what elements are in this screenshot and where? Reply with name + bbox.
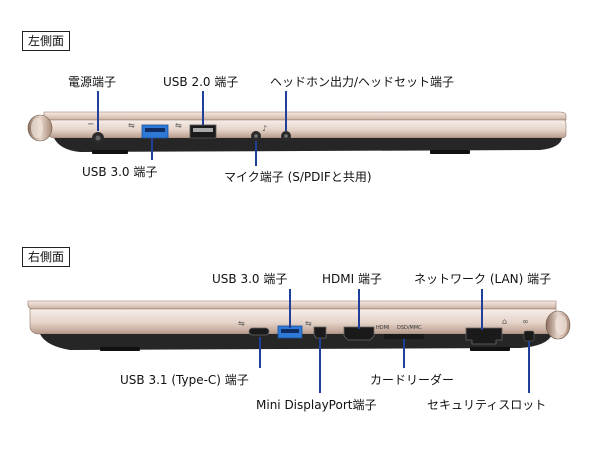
- right-side-title: 右側面: [22, 247, 71, 267]
- label-usb20-port: USB 2.0 端子: [163, 75, 239, 89]
- label-usb30-port-left: USB 3.0 端子: [82, 165, 158, 179]
- label-headphone-headset-port: ヘッドホン出力/ヘッドセット端子: [270, 75, 455, 89]
- left-laptop-body: [27, 111, 567, 154]
- label-security-slot: セキュリティスロット: [427, 398, 547, 412]
- label-usb31-typec-port: USB 3.1 (Type-C) 端子: [120, 373, 249, 387]
- right-ports: ⇋ ⇋ ⌂ ∞: [238, 317, 535, 345]
- svg-text:⎓: ⎓: [88, 120, 94, 128]
- left-side-title: 左側面: [22, 31, 71, 51]
- left-ports: ⎓ ⇋ ⇋ ♪: [88, 120, 291, 144]
- hdmi-port-print: HDMI: [376, 325, 389, 331]
- svg-text:♪: ♪: [262, 124, 267, 133]
- label-usb30-port-right: USB 3.0 端子: [212, 272, 288, 286]
- svg-text:⌂: ⌂: [502, 317, 507, 326]
- label-card-reader: カードリーダー: [370, 373, 455, 387]
- svg-text:⇋: ⇋: [305, 319, 312, 328]
- label-mic-port: マイク端子 (S/PDIFと共用): [224, 170, 372, 184]
- right-leader-lines: [259, 289, 530, 393]
- svg-text:∞: ∞: [522, 317, 529, 326]
- label-lan-port: ネットワーク (LAN) 端子: [414, 272, 552, 286]
- svg-text:⇋: ⇋: [128, 121, 135, 130]
- card-port-print: DSD/MMC: [397, 325, 422, 331]
- label-hdmi-port: HDMI 端子: [322, 272, 382, 286]
- left-leader-lines: [97, 91, 287, 166]
- svg-text:⇋: ⇋: [175, 121, 182, 130]
- label-power-port: 電源端子: [68, 75, 117, 89]
- label-mini-displayport: Mini DisplayPort端子: [256, 398, 377, 412]
- svg-text:⇋: ⇋: [238, 319, 245, 328]
